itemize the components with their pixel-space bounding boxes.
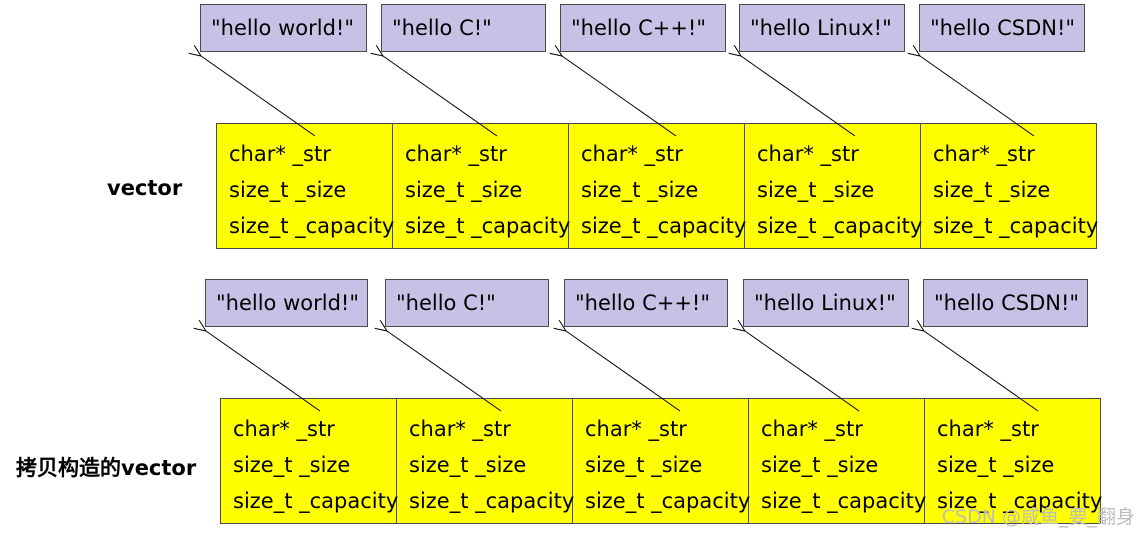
capacity-field: size_t _capacity (233, 489, 399, 513)
str-field: char* _str (761, 417, 863, 441)
str-field: char* _str (757, 142, 859, 166)
string-object: char* _str size_t _size size_t _capacity (745, 124, 923, 248)
string-box: "hello world!" (200, 4, 367, 52)
capacity-field: size_t _capacity (933, 214, 1099, 238)
size-field: size_t _size (409, 453, 527, 477)
string-box: "hello C!" (385, 279, 549, 327)
string-object: char* _str size_t _size size_t _capacity (569, 124, 747, 248)
string-box: "hello C!" (381, 4, 546, 52)
string-object: char* _str size_t _size size_t _capacity (749, 399, 927, 523)
str-field: char* _str (585, 417, 687, 441)
string-box: "hello C++!" (564, 279, 728, 327)
vector-storage: char* _str size_t _size size_t _capacity… (216, 123, 1099, 249)
str-field: char* _str (405, 142, 507, 166)
watermark: CSDN @咸鱼_要_翻身 (941, 506, 1135, 528)
size-field: size_t _size (581, 178, 699, 202)
capacity-field: size_t _capacity (757, 214, 923, 238)
size-field: size_t _size (757, 178, 875, 202)
string-box: "hello world!" (205, 279, 368, 327)
size-field: size_t _size (229, 178, 347, 202)
size-field: size_t _size (233, 453, 351, 477)
size-field: size_t _size (585, 453, 703, 477)
string-box: "hello Linux!" (743, 279, 909, 327)
string-object: char* _str size_t _size size_t _capacity (573, 399, 751, 523)
string-box: "hello CSDN!" (919, 4, 1085, 52)
string-object: char* _str size_t _size size_t _capacity (925, 399, 1103, 523)
capacity-field: size_t _capacity (761, 489, 927, 513)
copy-vector-storage: char* _str size_t _size size_t _capacity… (220, 398, 1103, 524)
string-box: "hello Linux!" (739, 4, 905, 52)
vector-label: vector (107, 176, 183, 200)
copy-vector-label: 拷贝构造的vector (16, 456, 197, 480)
string-object: char* _str size_t _size size_t _capacity (397, 399, 575, 523)
string-object: char* _str size_t _size size_t _capacity (393, 124, 571, 248)
capacity-field: size_t _capacity (937, 489, 1103, 513)
str-field: char* _str (937, 417, 1039, 441)
size-field: size_t _size (937, 453, 1055, 477)
capacity-field: size_t _capacity (581, 214, 747, 238)
str-field: char* _str (229, 142, 331, 166)
string-object: char* _str size_t _size size_t _capacity (221, 399, 399, 523)
str-field: char* _str (933, 142, 1035, 166)
capacity-field: size_t _capacity (409, 489, 575, 513)
str-field: char* _str (581, 142, 683, 166)
string-object: char* _str size_t _size size_t _capacity (217, 124, 395, 248)
str-field: char* _str (409, 417, 511, 441)
string-box: "hello C++!" (560, 4, 726, 52)
size-field: size_t _size (405, 178, 523, 202)
string-object: char* _str size_t _size size_t _capacity (921, 124, 1099, 248)
string-box: "hello CSDN!" (923, 279, 1088, 327)
size-field: size_t _size (761, 453, 879, 477)
capacity-field: size_t _capacity (405, 214, 571, 238)
str-field: char* _str (233, 417, 335, 441)
size-field: size_t _size (933, 178, 1051, 202)
capacity-field: size_t _capacity (585, 489, 751, 513)
capacity-field: size_t _capacity (229, 214, 395, 238)
